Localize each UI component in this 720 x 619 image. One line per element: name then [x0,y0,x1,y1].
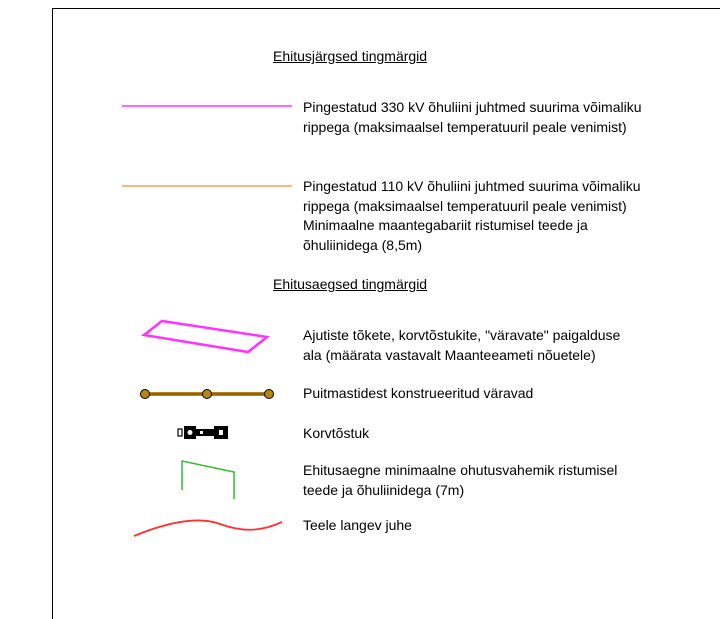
legend-desc-line: teede ja õhuliinidega (7m) [303,481,465,498]
legend-desc-line: Minimaalne maantegabariit ristumisel tee… [303,217,588,233]
legend-desc-line: Teele langev juhe [303,517,412,533]
gate-post-left [140,389,150,399]
legend-desc-line: Pingestatud 330 kV õhuliini juhtmed suur… [303,99,642,115]
during-construction-heading: Ehitusaegsed tingmärgid [273,276,428,292]
magenta-parallelogram [140,319,271,354]
legend-desc-line: Pingestatud 110 kV õhuliini juhtmed suur… [303,178,641,194]
legend-desc-line: rippega (maksimaalsel temperatuuril peal… [303,118,627,135]
magenta-line-symbol [122,105,292,107]
legend-desc-330kv: Pingestatud 330 kV õhuliini juhtmed suur… [303,98,642,137]
legend-desc-barrier-area: Ajutiste tõkete, korvtõstukite, "väravat… [303,326,620,365]
legend-desc-line: Ehitusaegne minimaalne ohutusvahemik ris… [303,462,618,478]
legend-desc-line: ala (määrata vastavalt Maanteeameti nõue… [303,346,596,363]
legend-desc-line: rippega (maksimaalsel temperatuuril peal… [303,197,627,214]
gate-post-right [264,389,274,399]
legend-desc-falling-wire: Teele langev juhe [303,516,412,536]
legend-desc-aerial-lift: Korvtõstuk [303,424,369,444]
legend-desc-clearance: Ehitusaegne minimaalne ohutusvahemik ris… [303,461,617,500]
orange-line-symbol [122,185,292,187]
parallelogram-symbol [140,319,271,354]
aerial-lift-icon [177,426,228,439]
gate-post-middle [202,389,212,399]
red-wave-line [133,519,283,537]
drawing-frame [52,8,720,619]
red-wave-symbol [133,519,283,537]
green-clearance-line [181,460,235,499]
wooden-gate-symbol [140,389,274,399]
green-clearance-symbol [181,460,235,499]
legend-desc-line: õhuliinidega (8,5m) [303,236,423,253]
legend-desc-line: Ajutiste tõkete, korvtõstukite, "väravat… [303,327,621,343]
legend-desc-line: Puitmastidest konstrueeritud väravad [303,385,534,401]
legend-desc-line: Korvtõstuk [303,425,370,441]
post-construction-heading: Ehitusjärgsed tingmärgid [273,48,428,64]
legend-desc-110kv: Pingestatud 110 kV õhuliini juhtmed suur… [303,177,640,255]
legend-desc-wooden-gate: Puitmastidest konstrueeritud väravad [303,384,533,404]
